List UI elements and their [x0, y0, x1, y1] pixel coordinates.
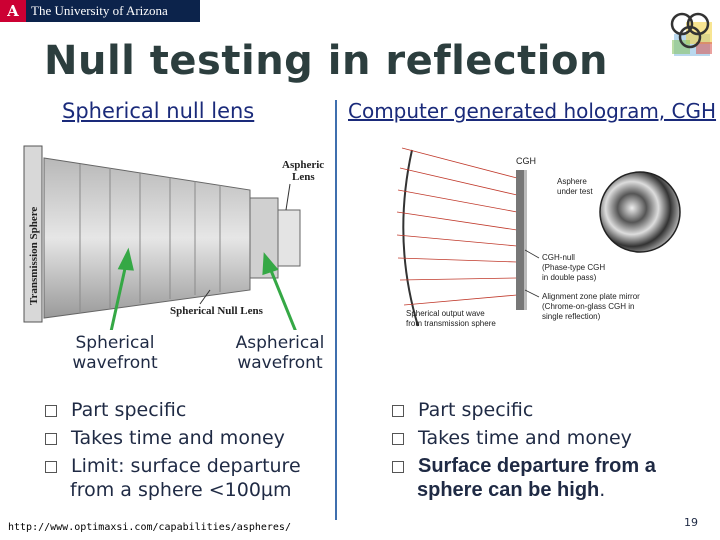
list-item: Takes time and money [392, 424, 712, 452]
alignment-label-2: (Chrome-on-glass CGH in [542, 302, 634, 311]
asphere-label-1: Asphere [557, 177, 587, 186]
list-item: Part specific [45, 396, 335, 424]
alignment-label-1: Alignment zone plate mirror [542, 292, 640, 301]
spherical-wavefront-caption: Spherical wavefront [72, 333, 158, 373]
list-item-continuation: from a sphere <100µm [70, 479, 292, 501]
cgh-label: CGH [516, 156, 536, 166]
bullet-box-icon [45, 405, 57, 417]
spherical-output-label-1: Spherical output wave [406, 309, 485, 318]
cgh-null-label-1: CGH-null [542, 253, 575, 262]
bullet-box-icon [392, 405, 404, 417]
left-heading: Spherical null lens [62, 99, 255, 123]
spherical-null-lens-label: Spherical Null Lens [170, 305, 264, 317]
interlocking-rings-logo [670, 12, 712, 56]
list-item: Takes time and money [45, 424, 335, 452]
bullet-box-icon [45, 461, 57, 473]
right-heading: Computer generated hologram, CGH [348, 99, 717, 123]
cgh-null-label-2: (Phase-type CGH [542, 263, 605, 272]
bullet-box-icon [45, 433, 57, 445]
wavefront-arrows [109, 247, 297, 330]
cgh-null-label-3: in double pass) [542, 273, 597, 282]
bullet-box-icon [392, 433, 404, 445]
aspheric-lens-label-2: Lens [292, 171, 315, 183]
null-lens-figure: Transmission Sphere Aspheric Lens Spheri… [20, 140, 330, 330]
slide-title: Null testing in reflection [44, 38, 608, 84]
list-item-continuation: sphere can be high. [417, 479, 606, 501]
alignment-label-3: single reflection) [542, 312, 601, 321]
left-bullet-list: Part specific Takes time and money Limit… [45, 396, 335, 504]
list-item: Surface departure from a [392, 452, 712, 480]
university-logo: A The University of Arizona [0, 0, 200, 22]
spherical-output-label-2: from transmission sphere [406, 319, 496, 328]
right-bullet-list: Part specific Takes time and money Surfa… [392, 396, 712, 504]
cgh-diagram: CGH Asphere under test CGH-null (Phase-t… [392, 140, 712, 340]
bullet-box-icon [392, 461, 404, 473]
list-item: Part specific [392, 396, 712, 424]
university-a-icon: A [0, 0, 26, 22]
aspheric-lens-label-1: Aspheric [282, 159, 324, 171]
list-item: Limit: surface departure [45, 452, 335, 480]
asphere-label-2: under test [557, 187, 593, 196]
aspherical-wavefront-caption: Aspherical wavefront [235, 333, 325, 373]
page-number: 19 [684, 516, 698, 529]
column-divider [335, 100, 337, 520]
transmission-sphere-label: Transmission Sphere [28, 207, 40, 305]
source-url[interactable]: http://www.optimaxsi.com/capabilities/as… [8, 522, 291, 533]
university-name: The University of Arizona [31, 3, 168, 18]
